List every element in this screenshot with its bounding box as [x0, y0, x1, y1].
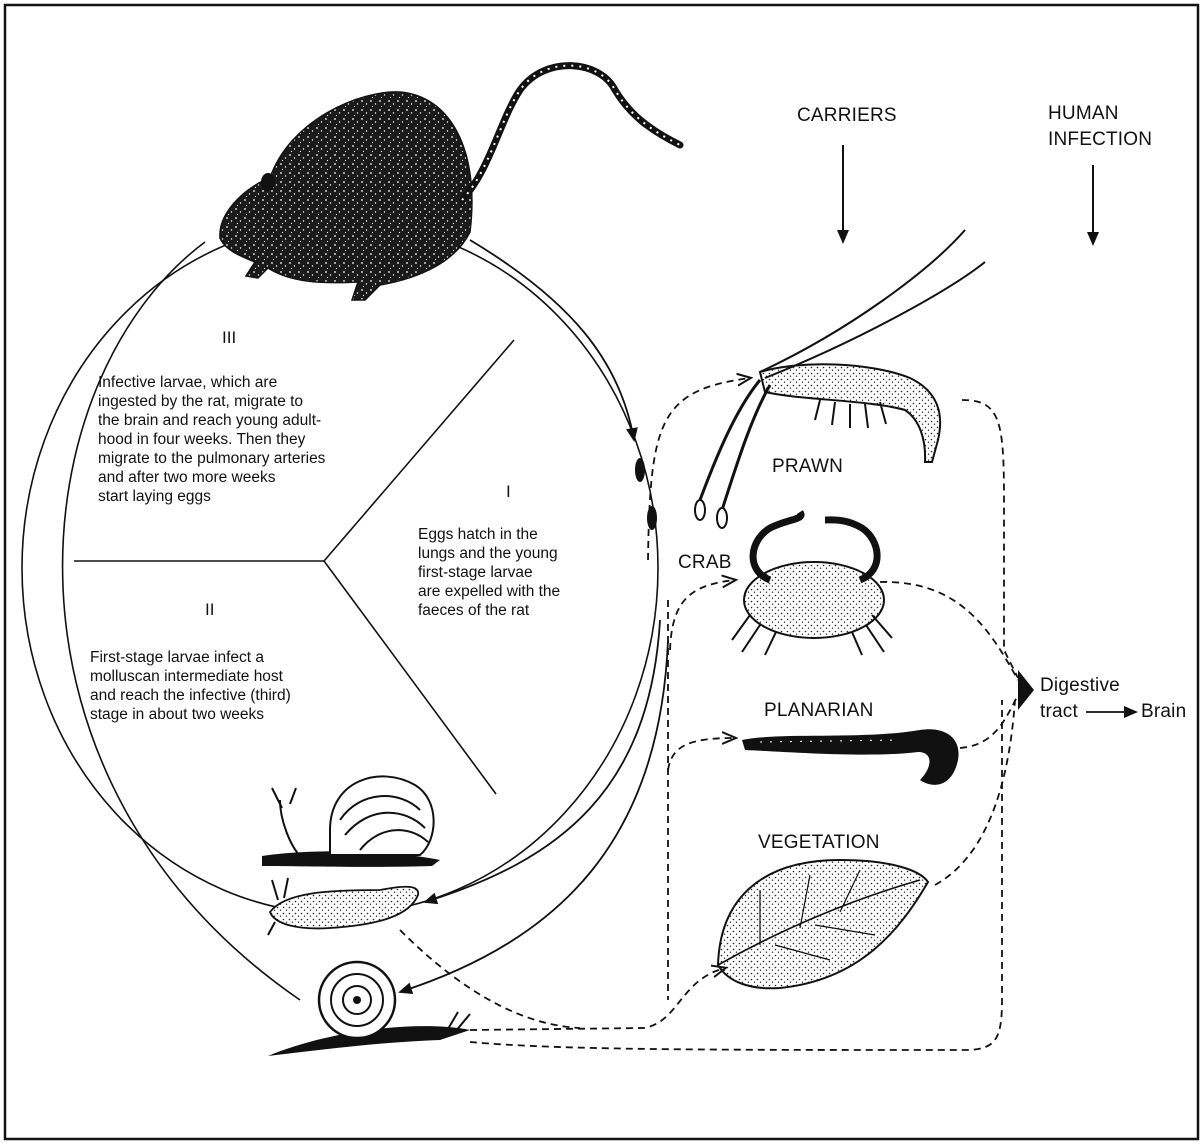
crab-label: CRAB [678, 552, 732, 574]
outer-border [5, 5, 1198, 1139]
vegetation-label: VEGETATION [758, 832, 880, 854]
egg-1 [635, 458, 645, 482]
arrow-rat-to-eggs [470, 240, 634, 440]
stage-3-text: Infective larvae, which are ingested by … [98, 373, 325, 506]
human-infection-label-2: INFECTION [1048, 128, 1152, 152]
digestive-label: Digestive [1040, 674, 1120, 698]
snail-spiral-illustration [268, 962, 470, 1056]
leaf-illustration [718, 860, 928, 988]
planarian-label: PLANARIAN [764, 700, 874, 722]
arrow-to-slug [425, 620, 660, 902]
arrow-to-snail [400, 640, 668, 992]
crab-illustration [732, 512, 892, 655]
stage-2-numeral: II [205, 600, 214, 620]
stage-2-text: First-stage larvae infect a molluscan in… [90, 648, 291, 724]
cycle-left-arc [63, 242, 300, 1000]
stage-1-text: Eggs hatch in the lungs and the young fi… [418, 525, 560, 620]
stage-3-numeral: III [222, 328, 236, 348]
human-infection-label-1: HUMAN [1048, 102, 1119, 126]
rat-illustration [220, 66, 680, 300]
snail-shell-illustration [262, 776, 440, 866]
prawn-label: PRAWN [772, 456, 843, 478]
brain-label: Brain [1141, 700, 1186, 724]
slug-illustration [268, 878, 418, 935]
tract-label: tract [1040, 700, 1078, 724]
stage-1-numeral: I [506, 482, 511, 502]
planarian-illustration [742, 729, 959, 785]
carriers-label: CARRIERS [797, 104, 897, 128]
digestive-arrowhead [1018, 670, 1034, 710]
